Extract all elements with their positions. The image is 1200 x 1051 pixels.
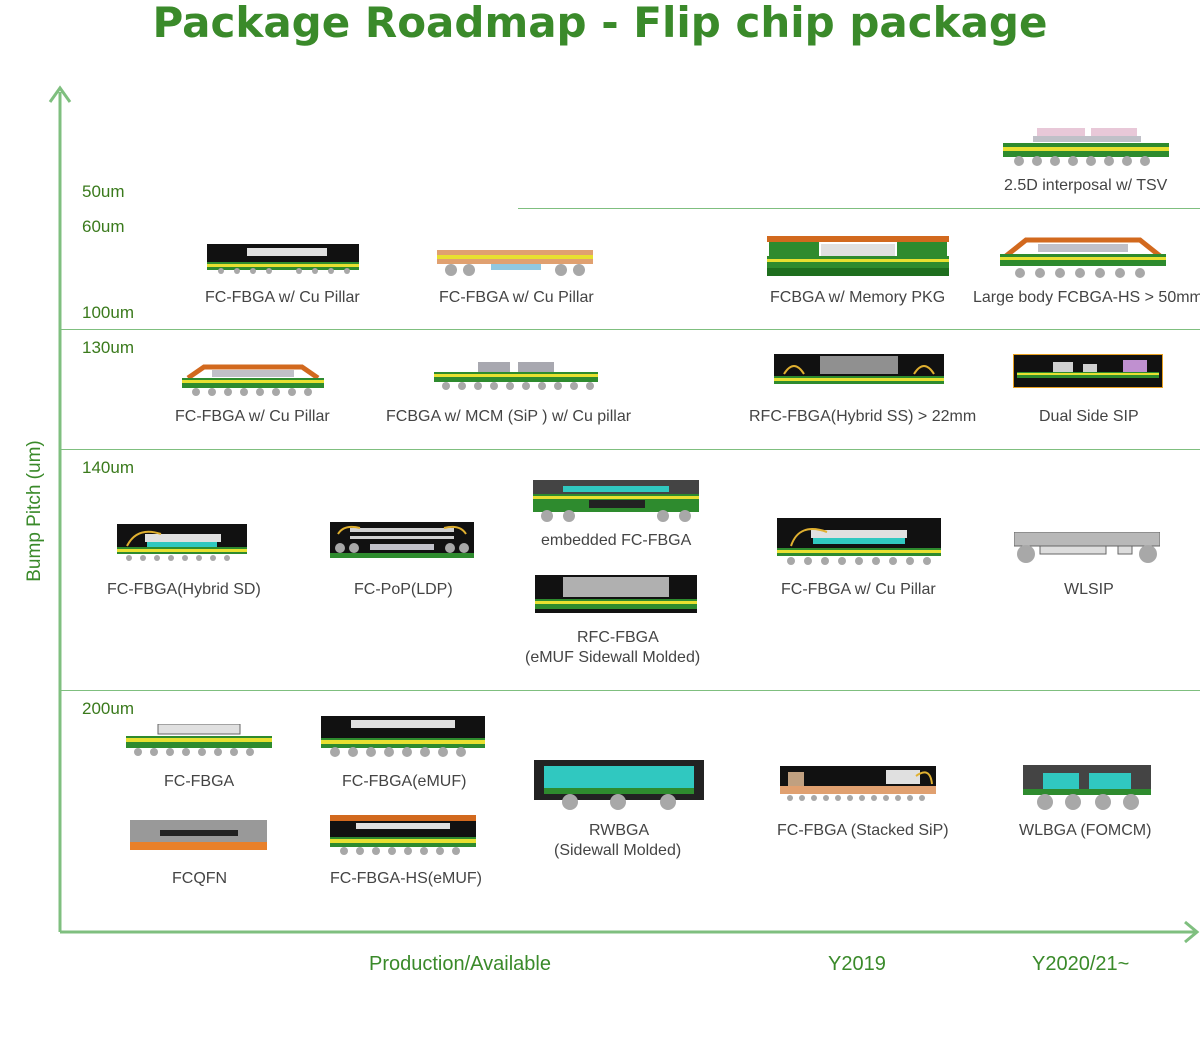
fcfbga-hs-emuf-illustration — [330, 815, 476, 855]
rfc-hybrid-ss-illustration — [774, 354, 944, 384]
caption-fcfbga: FC-FBGA — [164, 773, 235, 790]
fcpop-ldp-illustration — [330, 522, 474, 558]
caption-rwbga-line1: RWBGA — [589, 822, 650, 839]
caption-fcfbga-hybrid-sd: FC-FBGA(Hybrid SD) — [107, 581, 261, 598]
fcfbga-emuf-illustration — [321, 716, 485, 757]
fcfbga-cu-pillar-4-illustration — [777, 518, 941, 565]
fcfbga-illustration — [126, 724, 272, 756]
page-title: Package Roadmap - Flip chip package — [152, 0, 1048, 47]
caption-fcbga-mcm: FCBGA w/ MCM (SiP ) w/ Cu pillar — [386, 408, 632, 425]
separator-140um — [60, 690, 1200, 691]
fcfbga-hybrid-sd-illustration — [117, 524, 247, 561]
pitch-130um: 130um — [82, 338, 134, 357]
caption-rfc-fbga-line2: (eMUF Sidewall Molded) — [525, 649, 701, 666]
fcbga-memory-illustration — [767, 236, 949, 276]
caption-fcfbga-cu-pillar-3: FC-FBGA w/ Cu Pillar — [175, 408, 330, 425]
fcfbga-cu-pillar-1-illustration — [207, 244, 359, 274]
wlsip-illustration — [1014, 532, 1160, 563]
caption-wlsip: WLSIP — [1064, 581, 1114, 598]
caption-fcfbga-stacked-sip: FC-FBGA (Stacked SiP) — [777, 822, 949, 839]
fcqfn-illustration — [130, 820, 267, 850]
embedded-fcfbga-illustration — [533, 480, 699, 522]
caption-rfc-fbga-line1: RFC-FBGA — [577, 629, 659, 646]
interposer-25d-illustration — [1003, 128, 1169, 166]
caption-fcpop-ldp: FC-PoP(LDP) — [354, 581, 453, 598]
y-axis-label: Bump Pitch (um) — [24, 440, 45, 582]
caption-fcfbga-cu-pillar-4: FC-FBGA w/ Cu Pillar — [781, 581, 936, 598]
caption-dual-side-sip: Dual Side SIP — [1039, 408, 1139, 425]
dual-side-sip-illustration — [1013, 354, 1163, 388]
fcbga-mcm-illustration — [434, 362, 598, 390]
separator-50um — [518, 208, 1200, 209]
pitch-140um: 140um — [82, 458, 134, 477]
pitch-60um: 60um — [82, 217, 125, 236]
x-category-y2020: Y2020/21~ — [1032, 953, 1130, 975]
separator-100um — [60, 329, 1200, 330]
caption-fcfbga-emuf: FC-FBGA(eMUF) — [342, 773, 467, 790]
caption-large-body: Large body FCBGA-HS > 50mm — [973, 289, 1200, 306]
x-category-y2019: Y2019 — [828, 953, 886, 975]
wlbga-fomcm-illustration — [1023, 765, 1151, 810]
large-body-illustration — [1000, 237, 1166, 278]
pitch-200um: 200um — [82, 699, 134, 718]
caption-embedded-fcfbga: embedded FC-FBGA — [541, 532, 692, 549]
separator-130um — [60, 449, 1200, 450]
rfc-fbga-emuf-illustration — [535, 575, 697, 613]
pitch-100um: 100um — [82, 303, 134, 322]
fcfbga-cu-pillar-3-illustration — [182, 364, 324, 396]
pitch-50um: 50um — [82, 182, 125, 201]
rwbga-illustration — [534, 760, 704, 810]
x-category-production: Production/Available — [369, 953, 551, 975]
caption-interposer-25d: 2.5D interposal w/ TSV — [1004, 177, 1168, 194]
caption-fcbga-memory: FCBGA w/ Memory PKG — [770, 289, 946, 306]
caption-fcqfn: FCQFN — [172, 870, 228, 887]
fcfbga-stacked-sip-illustration — [780, 766, 936, 801]
caption-rfc-hybrid-ss: RFC-FBGA(Hybrid SS) > 22mm — [749, 408, 977, 425]
caption-rwbga-line2: (Sidewall Molded) — [554, 842, 682, 859]
caption-fcfbga-hs-emuf: FC-FBGA-HS(eMUF) — [330, 870, 482, 887]
caption-wlbga-fomcm: WLBGA (FOMCM) — [1019, 822, 1152, 839]
caption-fcfbga-cu-pillar-1: FC-FBGA w/ Cu Pillar — [205, 289, 360, 306]
caption-fcfbga-cu-pillar-2: FC-FBGA w/ Cu Pillar — [439, 289, 594, 306]
fcfbga-cu-pillar-2-illustration — [437, 250, 593, 276]
